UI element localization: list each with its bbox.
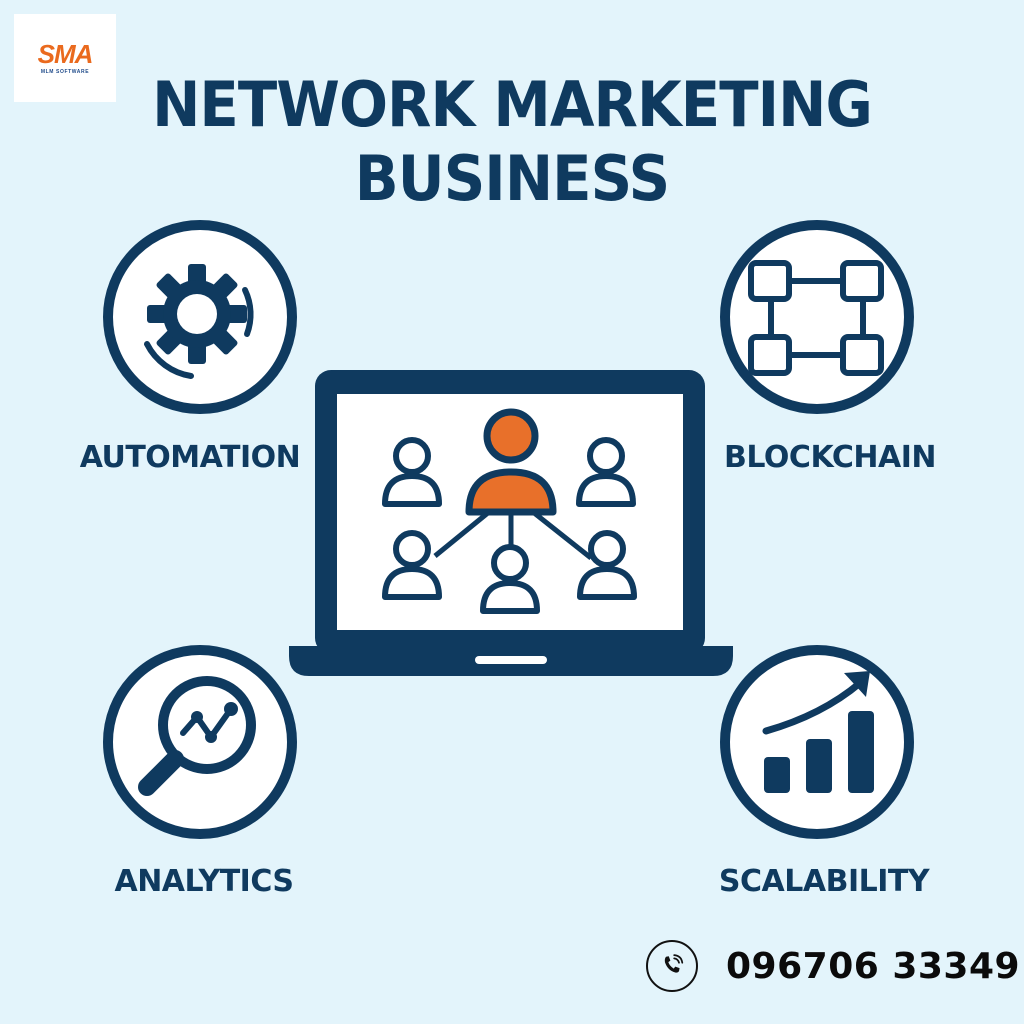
gear-icon [144,264,254,379]
phone-icon [646,940,698,992]
logo-mark: SMA [37,39,94,69]
page-title: NETWORK MARKETING BUSINESS [36,68,988,216]
magnifier-chart-icon [138,676,256,796]
feature-label-analytics: ANALYTICS [114,864,294,899]
laptop-network-icon [289,370,733,676]
scalability-badge [720,645,914,839]
contact-phone[interactable]: 096706 33349 [646,940,1020,992]
logo-subtitle: MLM SOFTWARE [40,69,90,75]
feature-label-blockchain: BLOCKCHAIN [724,440,936,475]
title-line-1: NETWORK MARKETING [152,68,873,141]
growth-bars-icon [762,671,874,793]
analytics-badge [103,645,297,839]
feature-label-automation: AUTOMATION [79,440,301,475]
blockchain-badge [720,220,914,414]
blockchain-icon [748,260,884,376]
phone-number[interactable]: 096706 33349 [726,945,1021,987]
feature-label-scalability: SCALABILITY [718,864,930,899]
title-line-2: BUSINESS [354,142,670,215]
automation-badge [103,220,297,414]
brand-logo: SMA MLM SOFTWARE [14,14,116,102]
